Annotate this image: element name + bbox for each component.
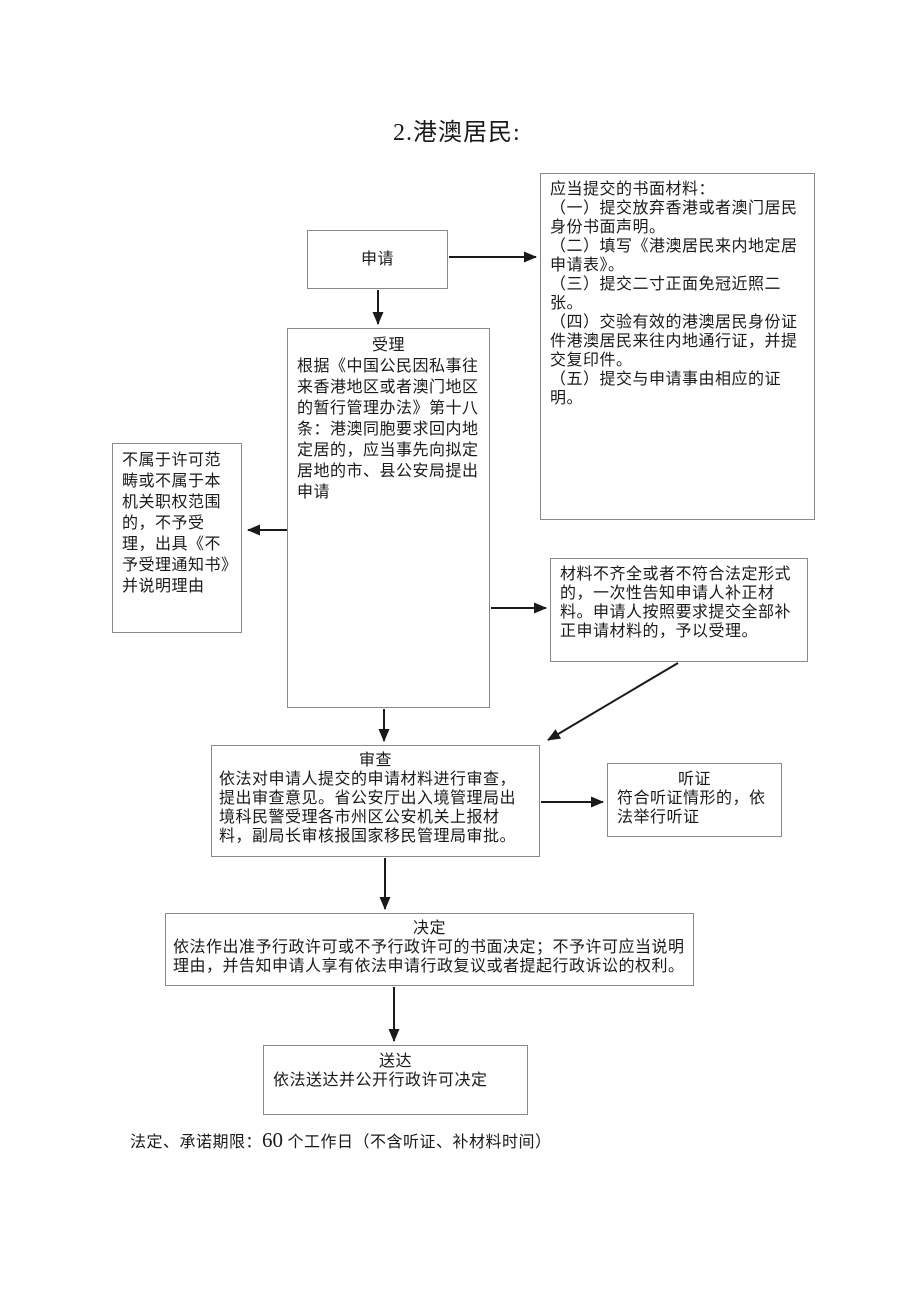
acceptance-node-text: 根据《中国公民因私事往来香港地区或者澳门地区的暂行管理办法》第十八条：港澳同胞要… xyxy=(297,358,479,501)
hearing-node-text: 符合听证情形的，依法举行听证 xyxy=(617,790,766,826)
arrow-supplement-to-review xyxy=(547,662,679,741)
acceptance-node-title: 受理 xyxy=(371,337,405,354)
delivery-node: 送达 依法送达并公开行政许可决定 xyxy=(263,1045,528,1115)
decision-node-text: 依法作出准予行政许可或不予行政许可的书面决定；不予许可应当说明理由，并告知申请人… xyxy=(173,939,685,975)
review-node-title: 审查 xyxy=(358,752,392,769)
hearing-node-title: 听证 xyxy=(677,771,711,788)
legal-deadline-prefix: 法定、承诺期限： xyxy=(130,1134,263,1151)
legal-deadline-days: 60 xyxy=(262,1128,284,1152)
apply-node: 申请 xyxy=(307,230,448,289)
page-title: 2.港澳居民: xyxy=(393,120,521,146)
required-materials-text: 应当提交的书面材料： （一）提交放弃香港或者澳门居民身份书面声明。 （二）填写《… xyxy=(550,181,798,407)
review-node-text: 依法对申请人提交的申请材料进行审查，提出审查意见。省公安厅出入境管理局出境科民警… xyxy=(219,771,517,845)
apply-node-title: 申请 xyxy=(360,251,394,268)
decision-node: 决定 依法作出准予行政许可或不予行政许可的书面决定；不予许可应当说明理由，并告知… xyxy=(165,913,694,986)
supplement-materials-node: 材料不齐全或者不符合法定形式的，一次性告知申请人补正材料。申请人按照要求提交全部… xyxy=(550,558,808,662)
acceptance-node: 受理 根据《中国公民因私事往来香港地区或者澳门地区的暂行管理办法》第十八条：港澳… xyxy=(287,328,490,708)
decision-node-title: 决定 xyxy=(412,920,446,937)
not-accepted-text: 不属于许可范畴或不属于本机关职权范围的，不予受理，出具《不予受理通知书》并说明理… xyxy=(122,452,230,595)
legal-deadline-suffix: 个工作日（不含听证、补材料时间） xyxy=(283,1134,552,1151)
supplement-materials-text: 材料不齐全或者不符合法定形式的，一次性告知申请人补正材料。申请人按照要求提交全部… xyxy=(560,566,792,640)
legal-deadline-note: 法定、承诺期限：60 个工作日（不含听证、补材料时间） xyxy=(130,1128,552,1153)
not-accepted-node: 不属于许可范畴或不属于本机关职权范围的，不予受理，出具《不予受理通知书》并说明理… xyxy=(112,443,242,633)
delivery-node-title: 送达 xyxy=(378,1053,412,1070)
review-node: 审查 依法对申请人提交的申请材料进行审查，提出审查意见。省公安厅出入境管理局出境… xyxy=(211,745,540,857)
hearing-node: 听证 符合听证情形的，依法举行听证 xyxy=(607,763,782,837)
required-materials-node: 应当提交的书面材料： （一）提交放弃香港或者澳门居民身份书面声明。 （二）填写《… xyxy=(540,173,815,520)
delivery-node-text: 依法送达并公开行政许可决定 xyxy=(273,1072,488,1089)
